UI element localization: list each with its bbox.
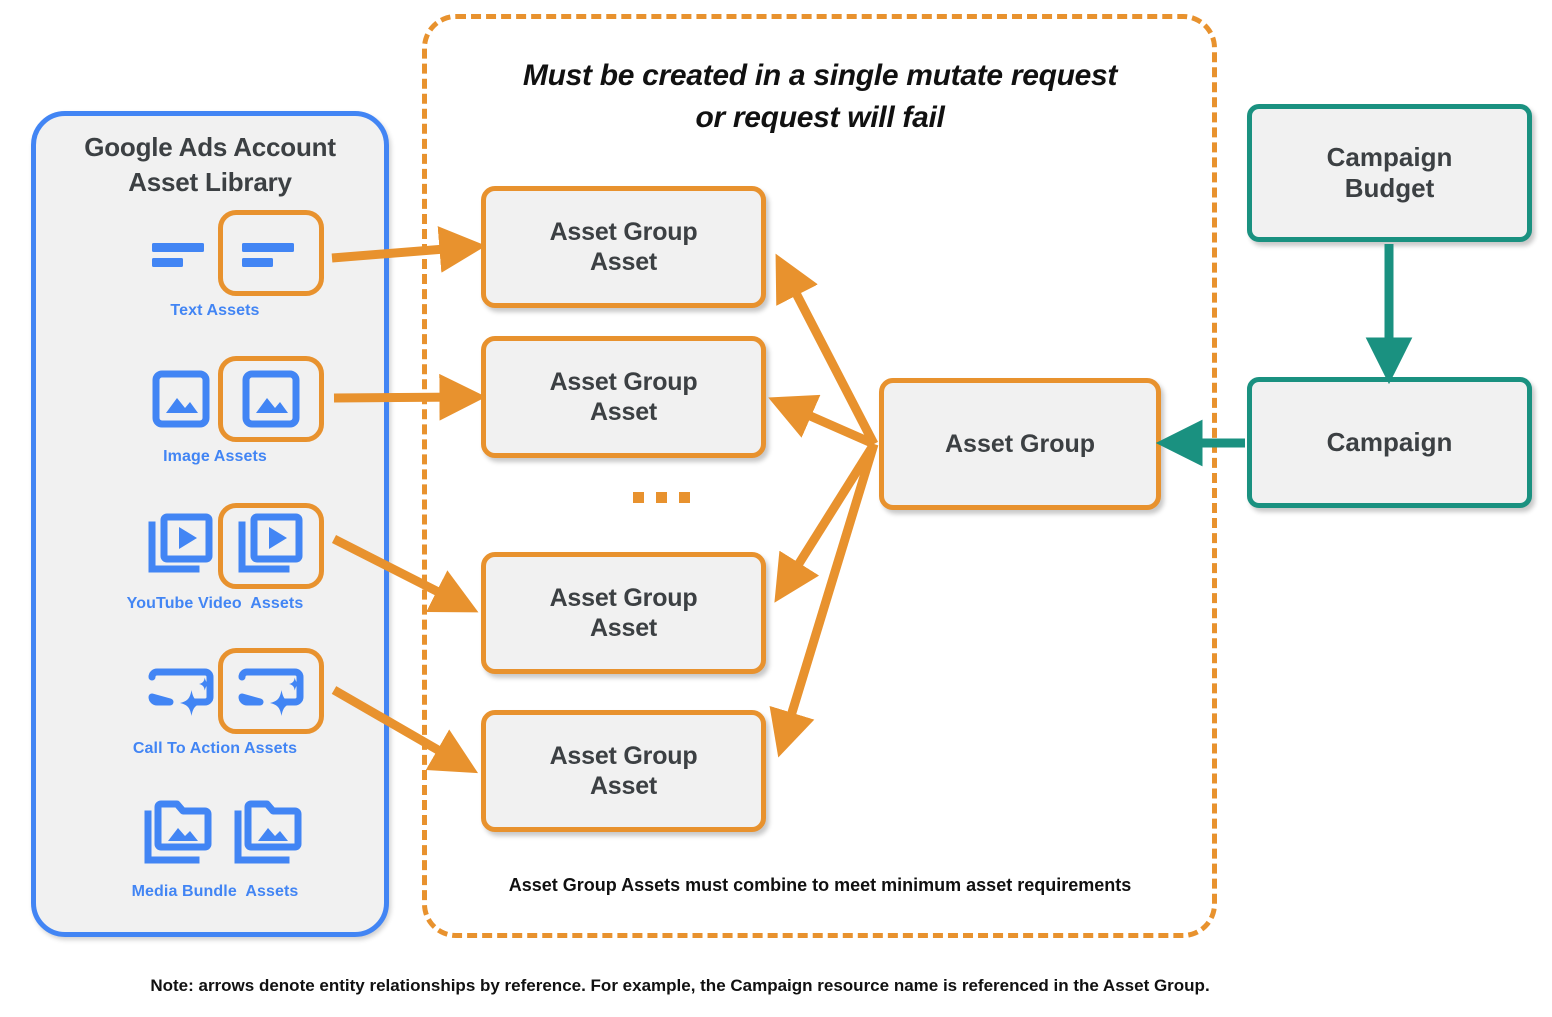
campaign-node[interactable]: Campaign	[1247, 377, 1532, 508]
ellipsis-dot	[633, 492, 644, 503]
video-asset-icon-selected[interactable]	[218, 503, 324, 589]
media-bundle-asset-icon-first[interactable]	[128, 791, 234, 877]
mutate-requirement-title-line2: or request will fail	[695, 101, 945, 134]
asset-group-asset-requirement-note: Asset Group Assets must combine to meet …	[508, 875, 1132, 895]
call-to-action-asset-icon-unselected[interactable]	[128, 648, 234, 734]
asset-row-cta: Call To Action Assets	[36, 648, 394, 758]
asset-group-asset-label-line2: Asset	[589, 398, 658, 426]
asset-row-label-image: Image Assets	[163, 448, 267, 465]
mutate-requirement-title: Must be created in a single mutate reque…	[440, 55, 1200, 139]
asset-row-text: Text Assets	[36, 210, 394, 320]
image-asset-icon	[152, 370, 210, 428]
asset-row-image: Image Assets	[36, 356, 394, 466]
text-asset-icon	[242, 243, 294, 267]
text-asset-icon-unselected[interactable]	[128, 210, 234, 296]
media-bundle-asset-icon-second[interactable]	[218, 791, 324, 877]
ellipsis-dot	[656, 492, 667, 503]
ellipsis-dot	[679, 492, 690, 503]
image-asset-icon-selected[interactable]	[218, 356, 324, 442]
asset-group-asset-node-2[interactable]: Asset Group Asset	[481, 336, 766, 458]
asset-group-asset-label-line1: Asset Group	[549, 742, 698, 770]
image-asset-icon	[242, 370, 300, 428]
asset-group-asset-label-line2: Asset	[589, 248, 658, 276]
asset-row-video: YouTube Video Assets	[36, 503, 394, 613]
text-asset-icon	[152, 243, 204, 267]
video-asset-icon-unselected[interactable]	[128, 503, 234, 589]
asset-group-asset-label-line1: Asset Group	[549, 218, 698, 246]
asset-group-asset-node-3[interactable]: Asset Group Asset	[481, 552, 766, 674]
campaign-budget-label-line1: Campaign	[1326, 141, 1453, 172]
asset-library-panel: Google Ads Account Asset Library	[31, 111, 389, 937]
mutate-requirement-title-line1: Must be created in a single mutate reque…	[522, 59, 1118, 92]
image-asset-icon-unselected[interactable]	[128, 356, 234, 442]
asset-group-asset-node-4[interactable]: Asset Group Asset	[481, 710, 766, 832]
asset-row-label-cta: Call To Action Assets	[132, 740, 298, 757]
ellipsis-indicator	[633, 492, 690, 503]
asset-row-media-bundle: Media Bundle Assets	[36, 791, 394, 901]
asset-group-node[interactable]: Asset Group	[879, 378, 1161, 510]
call-to-action-asset-icon	[148, 668, 214, 716]
media-bundle-asset-icon	[144, 800, 212, 864]
asset-library-title-line2: Asset Library	[128, 166, 292, 197]
campaign-budget-node[interactable]: Campaign Budget	[1247, 104, 1532, 242]
asset-group-asset-label-line1: Asset Group	[549, 584, 698, 612]
asset-group-asset-label-line1: Asset Group	[549, 368, 698, 396]
asset-group-asset-label-line2: Asset	[589, 772, 658, 800]
footer-note: Note: arrows denote entity relationships…	[150, 976, 1210, 995]
asset-library-title: Google Ads Account Asset Library	[36, 130, 384, 199]
asset-row-label-video: YouTube Video Assets	[126, 595, 304, 612]
call-to-action-asset-icon	[238, 668, 304, 716]
asset-group-asset-node-1[interactable]: Asset Group Asset	[481, 186, 766, 308]
video-asset-icon	[238, 513, 303, 573]
campaign-budget-label-line2: Budget	[1344, 173, 1435, 203]
call-to-action-asset-icon-selected[interactable]	[218, 648, 324, 734]
asset-row-label-media-bundle: Media Bundle Assets	[131, 883, 299, 900]
asset-group-asset-label-line2: Asset	[589, 614, 658, 642]
asset-group-label: Asset Group	[944, 430, 1096, 458]
text-asset-icon-selected[interactable]	[218, 210, 324, 296]
campaign-label: Campaign	[1326, 426, 1453, 457]
media-bundle-asset-icon	[234, 800, 302, 864]
video-asset-icon	[148, 513, 213, 573]
asset-library-title-line1: Google Ads Account	[84, 132, 336, 162]
asset-row-label-text: Text Assets	[170, 302, 260, 319]
